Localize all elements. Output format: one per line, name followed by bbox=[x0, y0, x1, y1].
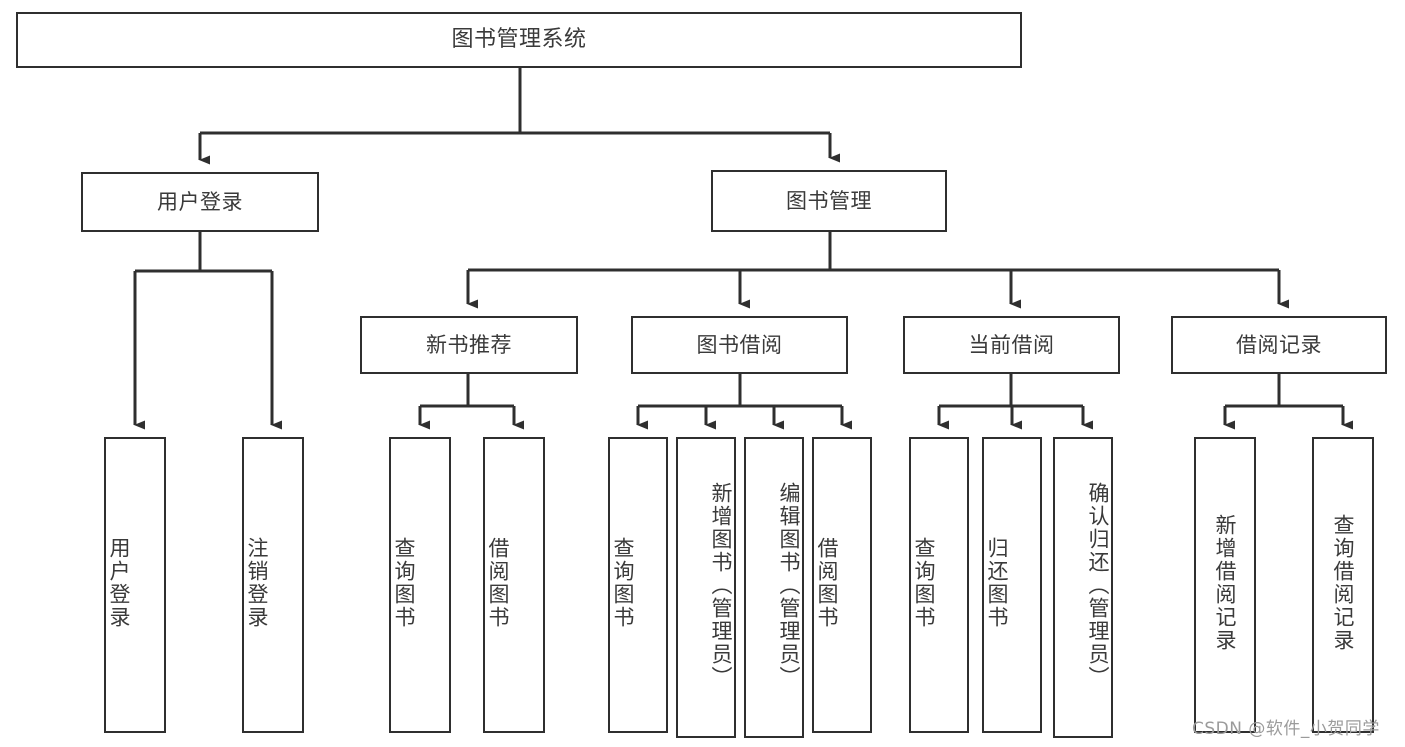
leaf-query-book-borrow[interactable]: 查询图书 bbox=[608, 437, 668, 733]
leaf-borrow-book-recommend[interactable]: 借阅图书 bbox=[483, 437, 545, 733]
leaf-query-borrow-record[interactable]: 查询借阅记录 bbox=[1312, 437, 1374, 733]
leaf-add-book-admin[interactable]: 新增图书（管理员） bbox=[676, 437, 736, 738]
leaf-add-borrow-record[interactable]: 新增借阅记录 bbox=[1194, 437, 1256, 733]
leaf-borrow-book-borrow[interactable]: 借阅图书 bbox=[812, 437, 872, 733]
leaf-query-book-recommend[interactable]: 查询图书 bbox=[389, 437, 451, 733]
node-current-borrow[interactable]: 当前借阅 bbox=[903, 316, 1120, 374]
node-new-book-recommend[interactable]: 新书推荐 bbox=[360, 316, 578, 374]
node-user-login[interactable]: 用户登录 bbox=[81, 172, 319, 232]
node-book-borrow[interactable]: 图书借阅 bbox=[631, 316, 848, 374]
node-root[interactable]: 图书管理系统 bbox=[16, 12, 1022, 68]
leaf-logout-login[interactable]: 注销登录 bbox=[242, 437, 304, 733]
leaf-edit-book-admin[interactable]: 编辑图书（管理员） bbox=[744, 437, 804, 738]
leaf-confirm-return-admin[interactable]: 确认归还（管理员） bbox=[1053, 437, 1113, 738]
leaf-user-login[interactable]: 用户登录 bbox=[104, 437, 166, 733]
leaf-return-book[interactable]: 归还图书 bbox=[982, 437, 1042, 733]
node-book-manage[interactable]: 图书管理 bbox=[711, 170, 947, 232]
leaf-query-book-current[interactable]: 查询图书 bbox=[909, 437, 969, 733]
node-borrow-record[interactable]: 借阅记录 bbox=[1171, 316, 1387, 374]
csdn-watermark: CSDN @软件_小贺同学 bbox=[1192, 719, 1380, 739]
